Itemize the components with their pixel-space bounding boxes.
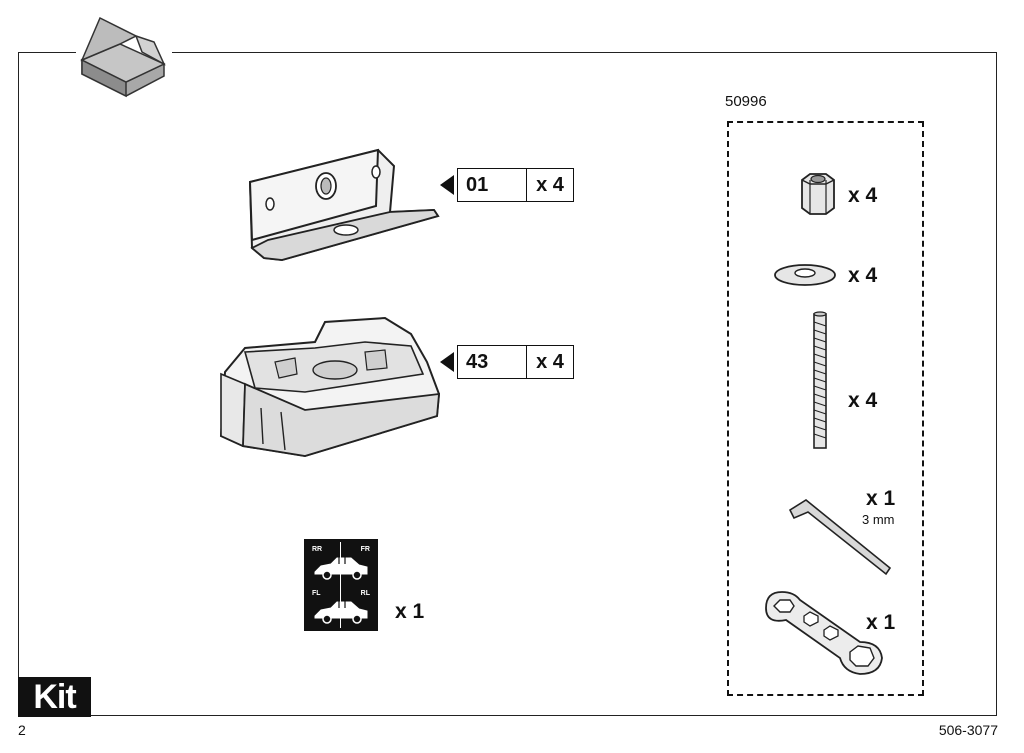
part-quantity: x 4	[536, 350, 564, 373]
part-label-43: 43 x 4	[457, 345, 574, 379]
threaded-rod-icon	[813, 311, 827, 449]
wrench-icon	[765, 591, 883, 675]
page-number: 2	[18, 722, 26, 738]
part-label-01: 01 x 4	[457, 168, 574, 202]
part-quantity: x 4	[536, 173, 564, 196]
hex-key-size: 3 mm	[862, 512, 895, 527]
sticker-divider	[340, 542, 341, 628]
sticker-quantity: x 1	[395, 600, 425, 623]
position-sticker-icon: RR FR FL RL	[304, 539, 378, 631]
car-icon	[314, 600, 368, 624]
package-box-icon	[76, 14, 172, 98]
kit-number: 50996	[725, 93, 767, 110]
hex-key-icon	[788, 499, 892, 576]
part-code: 43	[458, 346, 527, 378]
bracket-part-icon	[248, 148, 440, 262]
item-quantity: x 4	[848, 389, 878, 412]
pointer-arrow-icon	[440, 175, 454, 195]
item-quantity: x 4	[848, 184, 878, 207]
document-number: 506-3077	[938, 722, 998, 738]
nut-icon	[801, 173, 835, 215]
sticker-label: FR	[360, 546, 370, 553]
item-quantity: x 4	[848, 264, 878, 287]
item-quantity: x 1	[866, 611, 896, 634]
kit-tag: Kit	[18, 677, 91, 717]
washer-icon	[774, 264, 836, 286]
hardware-kit-box	[727, 121, 924, 696]
sticker-label: FL	[312, 590, 321, 597]
car-icon	[314, 556, 368, 580]
sticker-label: RR	[312, 546, 323, 553]
page-frame	[18, 52, 997, 716]
sticker-label: RL	[360, 590, 370, 597]
sticker-top-panel: RR FR	[307, 542, 375, 584]
foot-pad-part-icon	[219, 316, 441, 458]
sticker-bottom-panel: FL RL	[307, 586, 375, 628]
part-code: 01	[458, 169, 527, 201]
pointer-arrow-icon	[440, 352, 454, 372]
item-quantity: x 1	[866, 487, 896, 510]
